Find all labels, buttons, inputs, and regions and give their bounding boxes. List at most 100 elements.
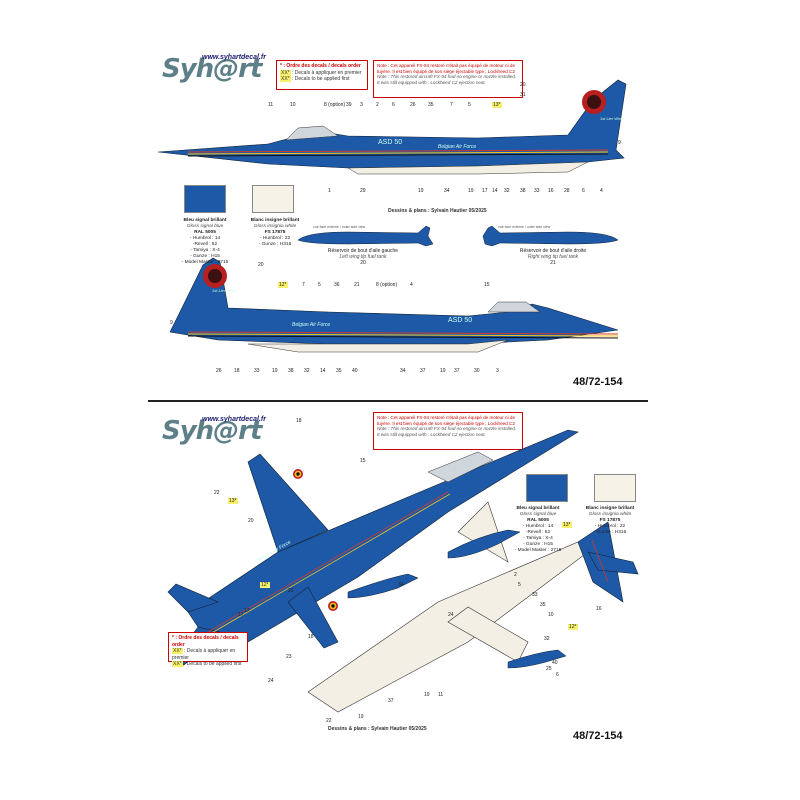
- callout-number: 2: [514, 572, 517, 578]
- sheet-divider: [148, 400, 648, 402]
- callout-number: 12*: [568, 624, 578, 630]
- callout-number: 26: [216, 368, 222, 374]
- brand-logo-2: Syh@rt: [162, 416, 262, 446]
- reference-top: 48/72-154: [573, 376, 623, 388]
- callout-number: 23: [286, 654, 292, 660]
- callout-number: 33: [532, 592, 538, 598]
- callout-number: 34: [398, 582, 404, 588]
- brand-logo: Syh@rt: [162, 54, 262, 84]
- brand-site[interactable]: www.syhartdecal.fr: [202, 54, 266, 61]
- callout-number: 19: [272, 368, 278, 374]
- callout-number: 38: [288, 368, 294, 374]
- callout-number: 10: [548, 612, 554, 618]
- callout-number: 7: [450, 102, 453, 108]
- callout-number: 14: [320, 368, 326, 374]
- callout-number: 32: [304, 368, 310, 374]
- callout-number: 31: [520, 92, 526, 98]
- side-profile-upper: 1st Lier Wing Belgian Air Force ASD 50: [157, 79, 627, 175]
- callout-number: 5: [468, 102, 471, 108]
- callout-number: 20: [248, 518, 254, 524]
- reference-bottom: 48/72-154: [573, 730, 623, 742]
- callout-number: 37: [388, 698, 394, 704]
- callout-number: 20: [520, 82, 526, 88]
- callout-number: 13*: [562, 522, 572, 528]
- callout-number: 38: [520, 188, 526, 194]
- callout-number: 15: [484, 282, 490, 288]
- callout-number: 8 (option): [324, 102, 346, 108]
- color-swatch-blue: [184, 185, 226, 213]
- callout-number: 16: [548, 188, 554, 194]
- callout-number: 6: [392, 102, 395, 108]
- plan-drawings: Belgian Air Force: [167, 429, 639, 713]
- callout-number: 11: [268, 102, 274, 108]
- fin-text-upper: 1st Lier Wing: [600, 116, 624, 121]
- callout-number: 34: [400, 368, 406, 374]
- callout-number: 3: [360, 102, 363, 108]
- callout-number: 17: [244, 608, 250, 614]
- fuselage-text-lower: Belgian Air Force: [292, 322, 330, 328]
- callout-number: 19: [418, 188, 424, 194]
- callout-number: 19: [424, 692, 430, 698]
- tip-tanks: [297, 225, 619, 247]
- callout-number: 13*: [228, 498, 238, 504]
- callout-number: 12*: [278, 282, 288, 288]
- callout-number: 2: [376, 102, 379, 108]
- callout-number: 40: [552, 660, 558, 666]
- decal-sheet-side-views: Syh@rt www.syhartdecal.fr * : Ordre des …: [148, 40, 648, 400]
- callout-number: 15: [360, 458, 366, 464]
- callout-number: 39: [346, 102, 352, 108]
- restoration-note-box-2: Note : Cet appareil FX-94 restoré n'étai…: [373, 412, 523, 450]
- color-white-text-2: Blanc insigne brillant Gloss insignia wh…: [585, 506, 635, 535]
- callout-number: 37: [454, 368, 460, 374]
- callout-number: 18: [234, 368, 240, 374]
- callout-number: 11: [438, 692, 444, 698]
- callout-number: 18: [308, 634, 314, 640]
- callout-number: 5: [318, 282, 321, 288]
- callout-number: 20: [258, 262, 264, 268]
- callout-number: 19: [468, 188, 474, 194]
- brand-site-2[interactable]: www.syhartdecal.fr: [202, 416, 266, 423]
- callout-number: 21: [354, 282, 360, 288]
- callout-number: 28: [564, 188, 570, 194]
- callout-number: 34: [444, 188, 450, 194]
- color-white-text: Blanc insigne brillant Gloss insignia wh…: [250, 218, 300, 247]
- callout-number: 30: [474, 368, 480, 374]
- callout-number: 10: [290, 102, 296, 108]
- callout-number: 7: [302, 282, 305, 288]
- callout-number: 6: [582, 188, 585, 194]
- callout-number: 17: [238, 612, 244, 618]
- callout-number: 22: [326, 718, 332, 724]
- color-swatch-white-2: [594, 474, 636, 502]
- callout-number: 32: [504, 188, 510, 194]
- callout-number: 12*: [260, 582, 270, 588]
- callout-number: 8 (option): [376, 282, 398, 288]
- callout-number: 19: [440, 368, 446, 374]
- callout-number: 4: [410, 282, 413, 288]
- color-blue-text: Bleu signal brillant Gloss signal blue R…: [181, 218, 229, 265]
- callout-number: 33: [254, 368, 260, 374]
- credit-bottom: Dessins & plans : Sylvain Hautier 05/202…: [328, 726, 427, 732]
- plan-view-lower: [307, 501, 639, 713]
- callout-number: 22: [214, 490, 220, 496]
- callout-number: 35: [540, 602, 546, 608]
- callout-number: 37: [420, 368, 426, 374]
- callout-number: 24: [448, 612, 454, 618]
- callout-number: 40: [352, 368, 358, 374]
- callout-number: 5: [518, 582, 521, 588]
- callout-number: 6: [556, 672, 559, 678]
- callout-number: 3: [496, 368, 499, 374]
- callout-number: 26: [410, 102, 416, 108]
- restoration-note-box: Note : Cet appareil FX-94 restoré n'étai…: [373, 60, 523, 98]
- callout-number: 24: [268, 678, 274, 684]
- callout-number: 29: [360, 188, 366, 194]
- callout-number: 25: [546, 666, 552, 672]
- callout-number: 17: [482, 188, 488, 194]
- callout-number: 32: [544, 636, 550, 642]
- callout-number: 35: [336, 368, 342, 374]
- tank-view-label-left: vue face externe / outer side view: [313, 225, 366, 229]
- callout-number: 36: [334, 282, 340, 288]
- color-blue-text-2: Bleu signal brillant Gloss signal blue R…: [514, 506, 562, 553]
- asd-text-lower: ASD 50: [448, 317, 472, 324]
